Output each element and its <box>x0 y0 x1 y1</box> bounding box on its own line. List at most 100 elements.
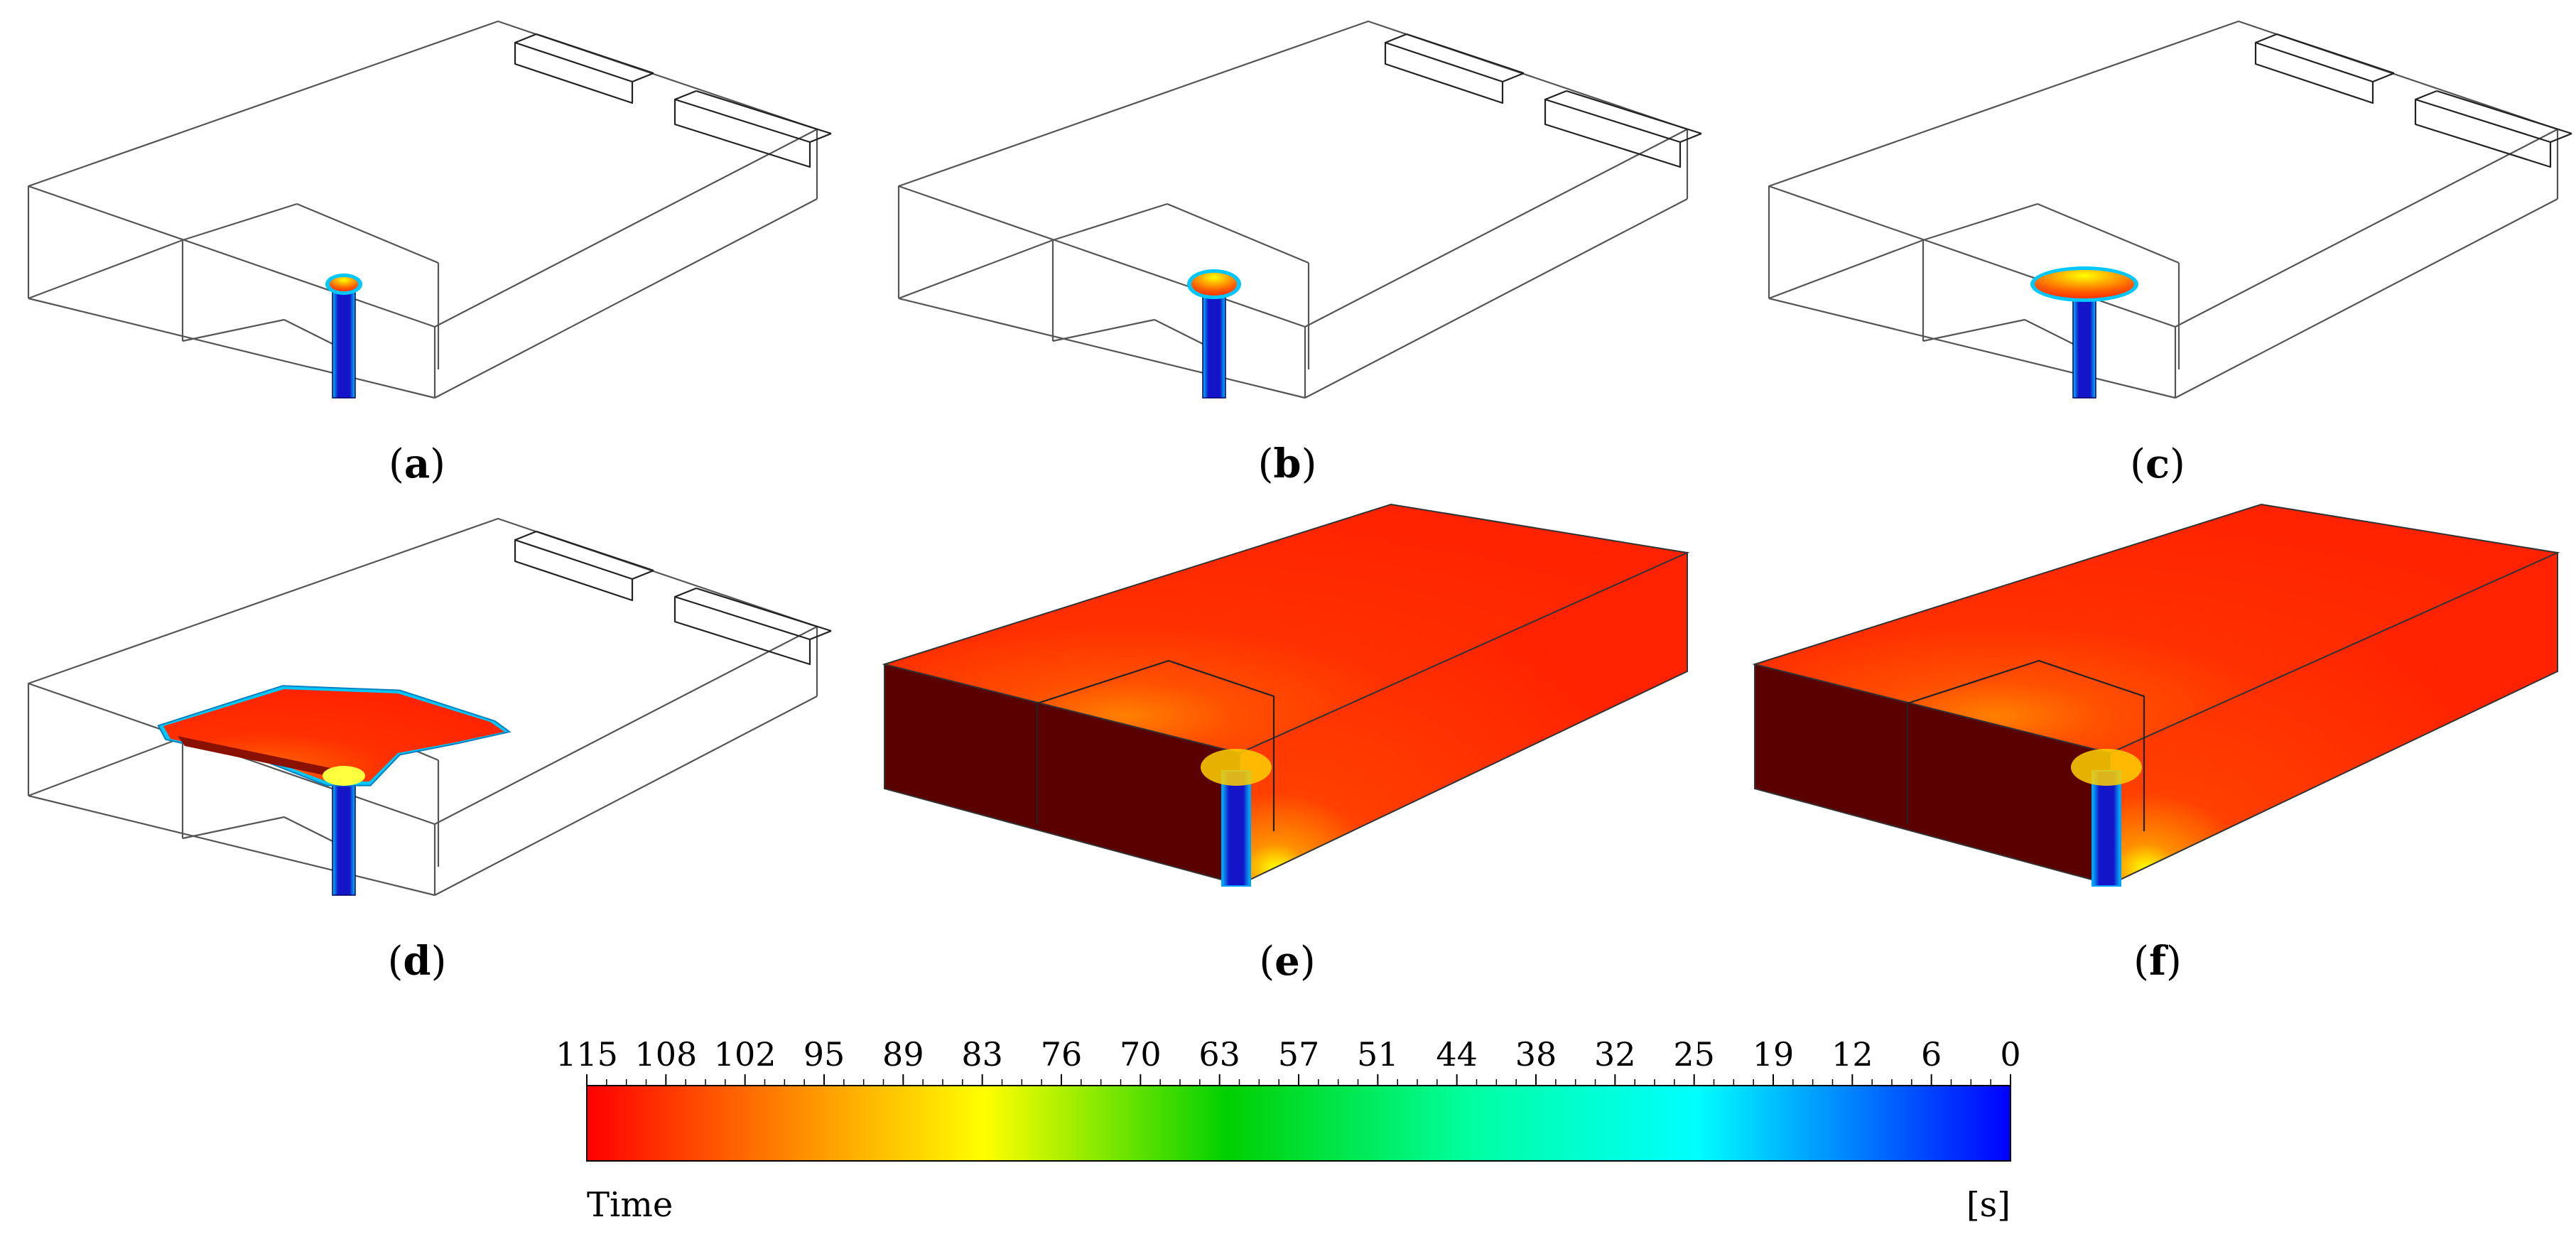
vent-edge <box>2436 90 2572 135</box>
vent-edge <box>1566 90 1702 135</box>
panel-label: (e) <box>1259 938 1315 985</box>
spread-layer <box>163 689 504 782</box>
vent-edge <box>696 90 832 135</box>
vent-edge <box>536 33 654 75</box>
box-edge <box>1922 202 2038 242</box>
box-edge <box>182 318 285 342</box>
vent-edge <box>514 33 537 44</box>
colorbar-tick-label: 102 <box>714 1035 776 1074</box>
colorbar-tick-label: 19 <box>1753 1035 1795 1074</box>
vent-edge <box>2276 33 2395 75</box>
ceiling-vent <box>514 41 634 104</box>
panel-label-letter: b <box>1273 440 1301 487</box>
ceiling-vent <box>673 595 811 666</box>
box-top-edge <box>27 20 818 328</box>
room-outline <box>1907 659 2145 831</box>
vent-edge <box>809 132 832 144</box>
panel-label-open: ( <box>1258 441 1274 487</box>
box-edge <box>898 297 1306 399</box>
panel-label-open: ( <box>389 441 404 487</box>
box-edge <box>1768 297 2176 399</box>
panel-label-open: ( <box>2130 441 2145 487</box>
jet-column <box>1202 283 1226 399</box>
vent-edge <box>809 629 832 641</box>
jet-column <box>332 781 356 896</box>
panel-label-open: ( <box>1259 939 1275 985</box>
panel-label-letter: e <box>1275 938 1300 985</box>
colorbar-tick-label: 108 <box>634 1035 697 1074</box>
colorbar-tick-label: 0 <box>2000 1035 2020 1074</box>
box-edge <box>2037 202 2180 264</box>
panels-layer: (a)(b)(c)(d)(e)(f) <box>27 20 2572 985</box>
colorbar-tick-label: 63 <box>1198 1035 1240 1074</box>
panel-b: (b) <box>897 20 1702 487</box>
panel-label: (c) <box>2130 440 2185 487</box>
colorbar-tick-label: 83 <box>961 1035 1003 1074</box>
panel-label-open: ( <box>388 939 404 985</box>
plume-cap <box>2035 270 2134 298</box>
colorbar-unit-label: [s] <box>1966 1185 2011 1225</box>
colorbar-tick-label: 76 <box>1041 1035 1083 1074</box>
jet-column <box>2091 770 2121 887</box>
box-edge <box>182 816 285 840</box>
box-edge <box>28 239 183 300</box>
panel-c: (c) <box>1768 20 2572 487</box>
panel-d: (d) <box>27 517 832 985</box>
panel-label: (a) <box>389 440 445 487</box>
colorbar-tick-label: 12 <box>1831 1035 1873 1074</box>
ceiling-vent <box>673 98 811 168</box>
vent-edge <box>514 530 537 541</box>
box-edge <box>182 202 298 242</box>
panel-label-open: ( <box>2133 939 2149 985</box>
jet-column <box>332 283 356 399</box>
colorbar-bar <box>586 1085 2011 1162</box>
panel-e: (e) <box>882 503 1690 985</box>
colorbar-tick-label: 25 <box>1673 1035 1715 1074</box>
vent-edge <box>2372 72 2395 83</box>
plume-hotspot <box>1201 749 1272 786</box>
vent-edge <box>632 72 654 83</box>
vent-edge <box>2415 90 2437 101</box>
box-edge <box>1304 198 1688 399</box>
plume-cap <box>1191 273 1237 296</box>
panel-label-close: ) <box>2166 939 2182 985</box>
panel-f: (f) <box>1752 503 2560 985</box>
vent-edge <box>1679 132 1702 144</box>
panel-label: (d) <box>388 938 447 985</box>
vent-edge <box>1544 90 1567 101</box>
plume-hotspot <box>323 766 365 786</box>
colorbar-tick-label: 95 <box>803 1035 845 1074</box>
box-edge <box>1167 202 1309 264</box>
spread-layer-underside <box>178 736 341 779</box>
ceiling-vent <box>2414 98 2552 168</box>
panel-label-close: ) <box>431 939 447 985</box>
box-edge <box>898 239 1054 300</box>
colorbar-tick-label: 6 <box>1921 1035 1942 1074</box>
colorbar-tick-label: 70 <box>1120 1035 1162 1074</box>
panel-label-letter: a <box>404 440 430 487</box>
box-edge <box>1768 239 1924 300</box>
vent-edge <box>674 587 697 598</box>
vent-edge <box>536 530 654 572</box>
panel-label-letter: f <box>2149 938 2169 985</box>
vent-edge <box>1502 72 1525 83</box>
ceiling-vent <box>514 539 634 602</box>
box-edge <box>28 297 435 399</box>
box-edge <box>2175 198 2558 399</box>
colorbar-tick-label: 57 <box>1278 1035 1320 1074</box>
vent-edge <box>696 587 832 632</box>
panel-label-close: ) <box>1301 441 1317 487</box>
box-edge <box>296 202 439 264</box>
jet-column <box>2072 283 2096 399</box>
box-top-edge <box>27 517 818 826</box>
box-edge <box>1052 318 1155 342</box>
panel-label-close: ) <box>1300 939 1316 985</box>
colorbar-tick-label: 38 <box>1515 1035 1557 1074</box>
colorbar-variable-label: Time <box>587 1185 673 1225</box>
panel-label-close: ) <box>2170 441 2185 487</box>
ceiling-vent <box>1544 98 1682 168</box>
box-edge <box>434 198 818 399</box>
colorbar-tick-label: 115 <box>556 1035 618 1074</box>
